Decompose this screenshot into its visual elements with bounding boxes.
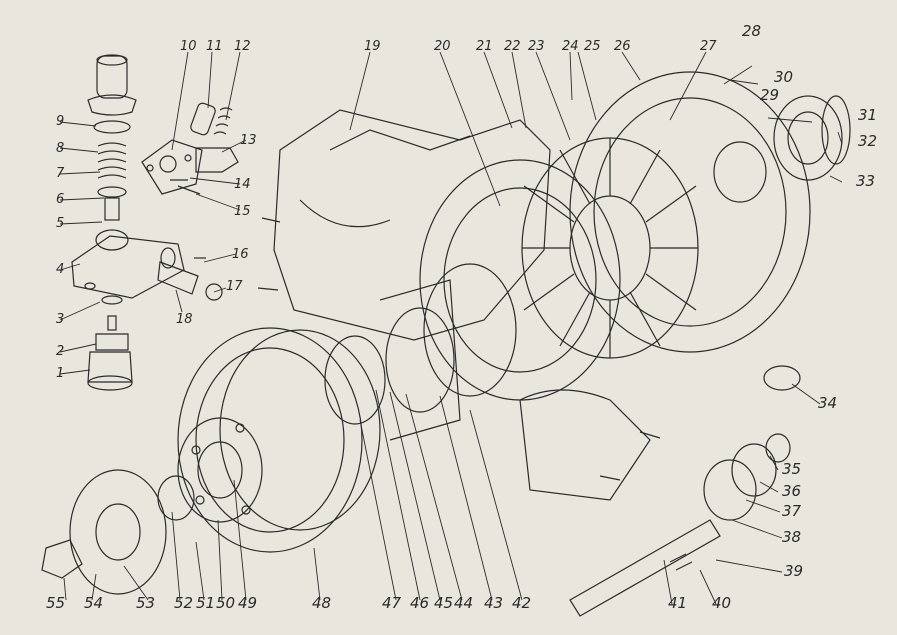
callout-32: 32 <box>858 132 878 150</box>
callout-31: 31 <box>858 106 878 124</box>
callout-51: 51 <box>196 594 216 612</box>
callout-26: 26 <box>614 39 631 54</box>
callout-2: 2 <box>56 344 65 359</box>
callout-23: 23 <box>528 39 545 54</box>
callout-4: 4 <box>56 262 65 277</box>
callout-27: 27 <box>700 39 717 54</box>
callout-45: 45 <box>434 594 454 612</box>
main-shaft-part <box>324 263 517 441</box>
rear-bearing-part <box>773 95 851 181</box>
pinion-shaft-part <box>569 433 791 617</box>
callout-54: 54 <box>84 594 104 612</box>
callout-55: 55 <box>46 594 66 612</box>
callout-10: 10 <box>180 39 197 54</box>
gearbox-housing-part <box>257 109 661 501</box>
callout-36: 36 <box>782 482 802 500</box>
callout-48: 48 <box>312 594 332 612</box>
callout-15: 15 <box>234 204 251 219</box>
callout-46: 46 <box>410 594 430 612</box>
callout-38: 38 <box>782 528 802 546</box>
callout-34: 34 <box>818 394 838 412</box>
leader-lines <box>59 51 843 605</box>
output-flange-part <box>41 469 195 595</box>
callout-35: 35 <box>782 460 802 478</box>
valve-body-part <box>71 229 185 299</box>
callout-20: 20 <box>434 39 451 54</box>
callout-21: 21 <box>476 39 493 54</box>
callout-25: 25 <box>584 39 601 54</box>
small-fittings-part <box>157 102 239 301</box>
callout-14: 14 <box>234 177 251 192</box>
callout-50: 50 <box>216 594 236 612</box>
pressure-plate-part <box>521 137 699 359</box>
callout-16: 16 <box>232 247 249 262</box>
callout-41: 41 <box>668 594 688 612</box>
callout-53: 53 <box>136 594 156 612</box>
callout-39: 39 <box>784 562 804 580</box>
valve-spring-part <box>93 120 131 221</box>
valve-base-part <box>87 295 133 391</box>
callout-11: 11 <box>206 39 223 54</box>
callout-7: 7 <box>56 166 65 181</box>
callout-8: 8 <box>56 141 65 156</box>
callout-5: 5 <box>56 216 65 231</box>
callout-17: 17 <box>226 279 243 294</box>
callout-29: 29 <box>760 86 780 104</box>
callout-22: 22 <box>504 39 521 54</box>
callout-28: 28 <box>742 22 762 40</box>
pulley-drum-part <box>177 327 381 553</box>
valve-cap-part <box>87 54 137 116</box>
flange-plate-part <box>141 139 203 195</box>
callout-18: 18 <box>176 312 193 327</box>
callout-13: 13 <box>240 133 257 148</box>
callout-49: 49 <box>238 594 258 612</box>
callout-24: 24 <box>562 39 579 54</box>
clutch-cover-part <box>419 159 621 401</box>
callout-6: 6 <box>56 192 65 207</box>
callout-42: 42 <box>512 594 532 612</box>
callout-3: 3 <box>56 312 65 327</box>
callout-43: 43 <box>484 594 504 612</box>
callout-44: 44 <box>454 594 474 612</box>
callout-52: 52 <box>174 594 194 612</box>
callout-37: 37 <box>782 502 802 520</box>
callout-19: 19 <box>364 39 381 54</box>
snap-ring-part <box>763 365 801 391</box>
callout-33: 33 <box>856 172 876 190</box>
callout-1: 1 <box>56 366 65 381</box>
callout-9: 9 <box>56 114 65 129</box>
callout-30: 30 <box>774 68 794 86</box>
callout-12: 12 <box>234 39 251 54</box>
callout-40: 40 <box>712 594 732 612</box>
flywheel-cover-part <box>569 71 811 353</box>
callout-47: 47 <box>382 594 402 612</box>
